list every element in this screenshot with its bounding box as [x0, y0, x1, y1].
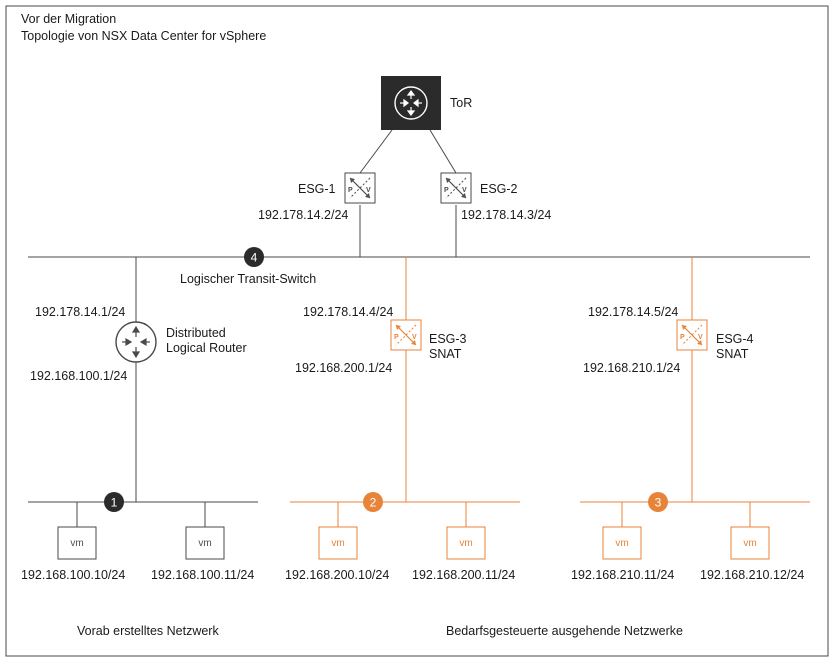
esg3-label: ESG-3 SNAT [429, 332, 467, 361]
esg1-label: ESG-1 [298, 182, 336, 196]
vm-icon [318, 526, 358, 560]
caption-on-demand-networks: Bedarfsgesteuerte ausgehende Netzwerke [446, 624, 683, 638]
dlr-ip-lower: 192.168.100.1/24 [30, 369, 128, 383]
dlr-ip-upper: 192.178.14.1/24 [35, 305, 126, 319]
esg4-ip-upper: 192.178.14.5/24 [588, 305, 679, 319]
vm-icon [57, 526, 97, 560]
caption-prebuilt-network: Vorab erstelltes Netzwerk [77, 624, 219, 638]
esg3-edge-icon [390, 319, 422, 351]
vm-label: vm [615, 538, 628, 549]
esg1-v-label: V [366, 187, 371, 194]
vm-label: vm [198, 538, 211, 549]
esg3-p-label: P [394, 334, 399, 341]
marker-segment-2: 2 [363, 492, 383, 512]
esg2-ip: 192.178.14.3/24 [461, 208, 552, 222]
vm-ip: 192.168.100.11/24 [151, 568, 255, 582]
vm-label: vm [70, 538, 83, 549]
esg2-v-label: V [462, 187, 467, 194]
marker-segment-1: 1 [104, 492, 124, 512]
tor-router-icon [381, 76, 441, 130]
esg4-ip-lower: 192.168.210.1/24 [583, 361, 681, 375]
vm-label: vm [459, 538, 472, 549]
dlr-label: Distributed Logical Router [166, 326, 247, 355]
marker-2-number: 2 [370, 496, 377, 510]
marker-1-number: 1 [111, 496, 118, 510]
marker-transit-number: 4 [251, 251, 258, 265]
tor-esg1-link [359, 129, 393, 174]
diagram-subtitle: Topologie von NSX Data Center for vSpher… [21, 29, 267, 43]
vm-icon [185, 526, 225, 560]
esg1-edge-icon [344, 172, 376, 204]
marker-3-number: 3 [655, 496, 662, 510]
vm-ip: 192.168.100.10/24 [21, 568, 126, 582]
diagram-title: Vor der Migration [21, 12, 117, 26]
esg1-ip: 192.178.14.2/24 [258, 208, 349, 222]
transit-switch-label: Logischer Transit-Switch [180, 272, 317, 286]
tor-label: ToR [450, 96, 473, 110]
esg1-p-label: P [348, 187, 353, 194]
esg2-p-label: P [444, 187, 449, 194]
marker-segment-3: 3 [648, 492, 668, 512]
diagram-border [5, 5, 829, 657]
tor-esg2-link [429, 129, 457, 174]
vm-label: vm [743, 538, 756, 549]
esg4-v-label: V [698, 334, 703, 341]
esg2-edge-icon [440, 172, 472, 204]
vm-icon [730, 526, 770, 560]
vm-ip: 192.168.210.12/24 [700, 568, 805, 582]
esg4-edge-icon [676, 319, 708, 351]
dlr-router-icon [115, 321, 157, 363]
vm-ip: 192.168.210.11/24 [571, 568, 675, 582]
vm-label: vm [331, 538, 344, 549]
esg3-v-label: V [412, 334, 417, 341]
vm-ip: 192.168.200.10/24 [285, 568, 390, 582]
marker-transit: 4 [244, 247, 264, 267]
esg4-p-label: P [680, 334, 685, 341]
esg3-ip-lower: 192.168.200.1/24 [295, 361, 393, 375]
esg3-ip-upper: 192.178.14.4/24 [303, 305, 394, 319]
esg4-label: ESG-4 SNAT [716, 332, 754, 361]
vm-icon [446, 526, 486, 560]
vm-ip: 192.168.200.11/24 [412, 568, 516, 582]
vm-icon [602, 526, 642, 560]
esg2-label: ESG-2 [480, 182, 518, 196]
